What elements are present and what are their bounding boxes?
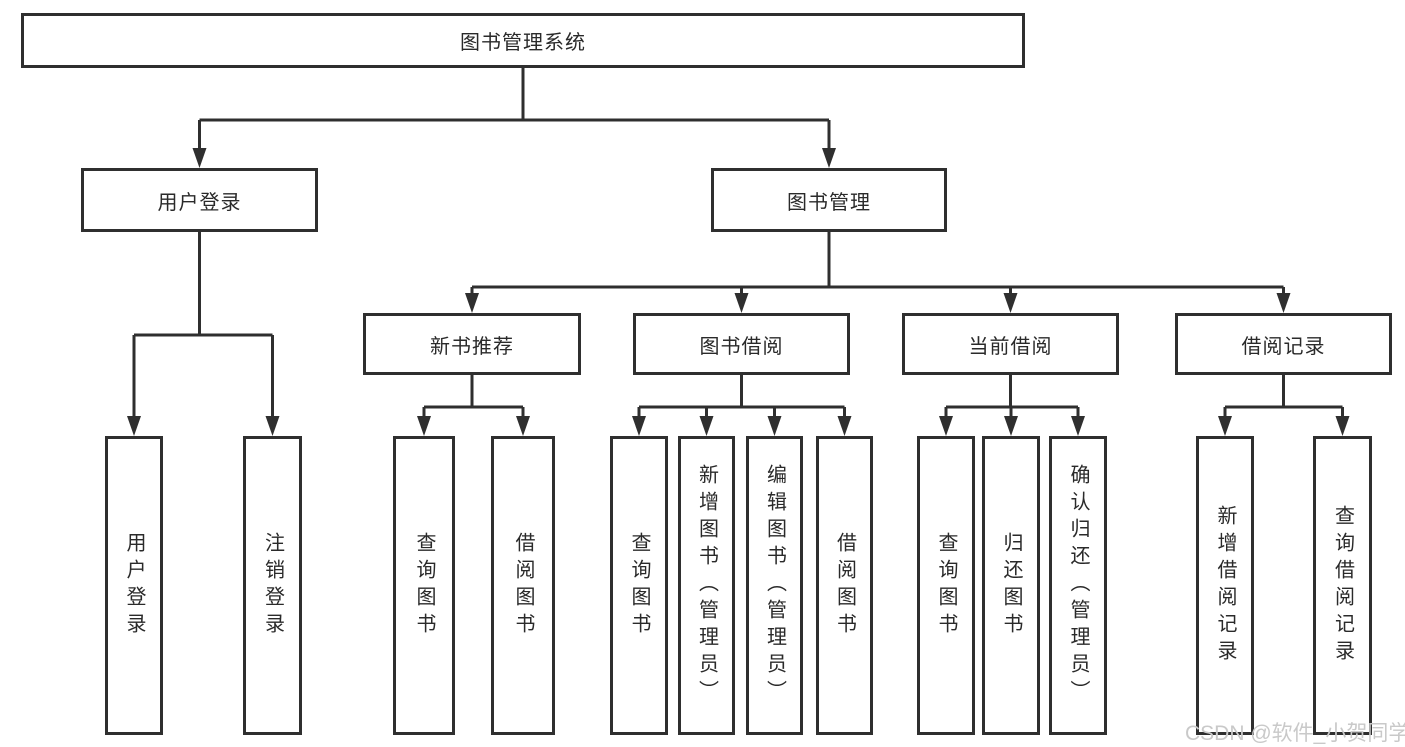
node-leaf-query-record: 查询借阅记录 <box>1313 436 1372 735</box>
node-label-book-mgmt: 图书管理 <box>787 191 871 214</box>
arrowhead-icon <box>767 416 782 436</box>
node-borrow-record: 借阅记录 <box>1175 313 1392 375</box>
node-leaf-query-book-3: 查询图书 <box>917 436 975 735</box>
arrowhead-icon <box>1003 293 1018 313</box>
node-leaf-user-login: 用户登录 <box>105 436 163 735</box>
arrowhead-icon <box>516 416 530 436</box>
node-label-leaf-query-book-2: 查询图书 <box>628 531 650 640</box>
node-leaf-query-book-1: 查询图书 <box>393 436 455 735</box>
arrowhead-icon <box>1335 416 1350 436</box>
node-user-login: 用户登录 <box>81 168 318 232</box>
arrowhead-icon <box>699 416 714 436</box>
node-leaf-add-record: 新增借阅记录 <box>1196 436 1254 735</box>
node-label-current-borrow: 当前借阅 <box>968 335 1053 358</box>
node-label-leaf-add-record: 新增借阅记录 <box>1214 504 1236 667</box>
node-root: 图书管理系统 <box>21 13 1025 68</box>
arrowhead-icon <box>1071 416 1085 436</box>
arrowhead-icon <box>265 416 280 436</box>
arrowhead-icon <box>939 416 953 436</box>
node-label-leaf-return-book: 归还图书 <box>1000 531 1022 640</box>
arrowhead-icon <box>822 148 836 168</box>
node-leaf-confirm-return: 确认归还（管理员） <box>1049 436 1107 735</box>
watermark-text: CSDN @软件_小贺同学 <box>1185 722 1405 745</box>
node-label-leaf-borrow-book-2: 借阅图书 <box>833 531 856 640</box>
node-book-borrow: 图书借阅 <box>633 313 850 375</box>
arrowhead-icon <box>632 416 646 436</box>
arrowhead-icon <box>1276 293 1291 313</box>
node-label-leaf-add-book: 新增图书（管理员） <box>695 464 718 707</box>
node-leaf-logout: 注销登录 <box>243 436 302 735</box>
node-label-leaf-borrow-book-1: 借阅图书 <box>512 531 534 640</box>
arrowhead-icon <box>837 416 852 436</box>
arrowhead-icon <box>192 148 207 168</box>
node-label-book-borrow: 图书借阅 <box>699 335 784 358</box>
node-new-book-rec: 新书推荐 <box>363 313 581 375</box>
arrowhead-icon <box>1004 416 1018 436</box>
node-label-leaf-query-book-3: 查询图书 <box>935 531 957 640</box>
node-label-leaf-confirm-return: 确认归还（管理员） <box>1067 464 1089 707</box>
arrowhead-icon <box>127 416 141 436</box>
node-leaf-borrow-book-1: 借阅图书 <box>491 436 555 735</box>
arrowhead-icon <box>734 293 749 313</box>
node-leaf-edit-book: 编辑图书（管理员） <box>746 436 803 735</box>
node-label-new-book-rec: 新书推荐 <box>430 335 514 358</box>
node-leaf-add-book: 新增图书（管理员） <box>678 436 735 735</box>
node-label-leaf-user-login: 用户登录 <box>123 531 145 640</box>
arrowhead-icon <box>417 416 431 436</box>
node-label-leaf-logout: 注销登录 <box>261 531 284 640</box>
arrowhead-icon <box>1218 416 1232 436</box>
node-label-borrow-record: 借阅记录 <box>1241 335 1326 358</box>
node-label-leaf-edit-book: 编辑图书（管理员） <box>763 464 786 707</box>
node-current-borrow: 当前借阅 <box>902 313 1119 375</box>
node-book-mgmt: 图书管理 <box>711 168 947 232</box>
node-label-leaf-query-record: 查询借阅记录 <box>1331 504 1354 667</box>
node-leaf-query-book-2: 查询图书 <box>610 436 668 735</box>
node-label-user-login: 用户登录 <box>157 191 242 214</box>
node-leaf-borrow-book-2: 借阅图书 <box>816 436 873 735</box>
node-leaf-return-book: 归还图书 <box>982 436 1040 735</box>
node-label-leaf-query-book-1: 查询图书 <box>413 531 435 640</box>
node-label-root: 图书管理系统 <box>460 32 586 54</box>
arrowhead-icon <box>465 293 479 313</box>
